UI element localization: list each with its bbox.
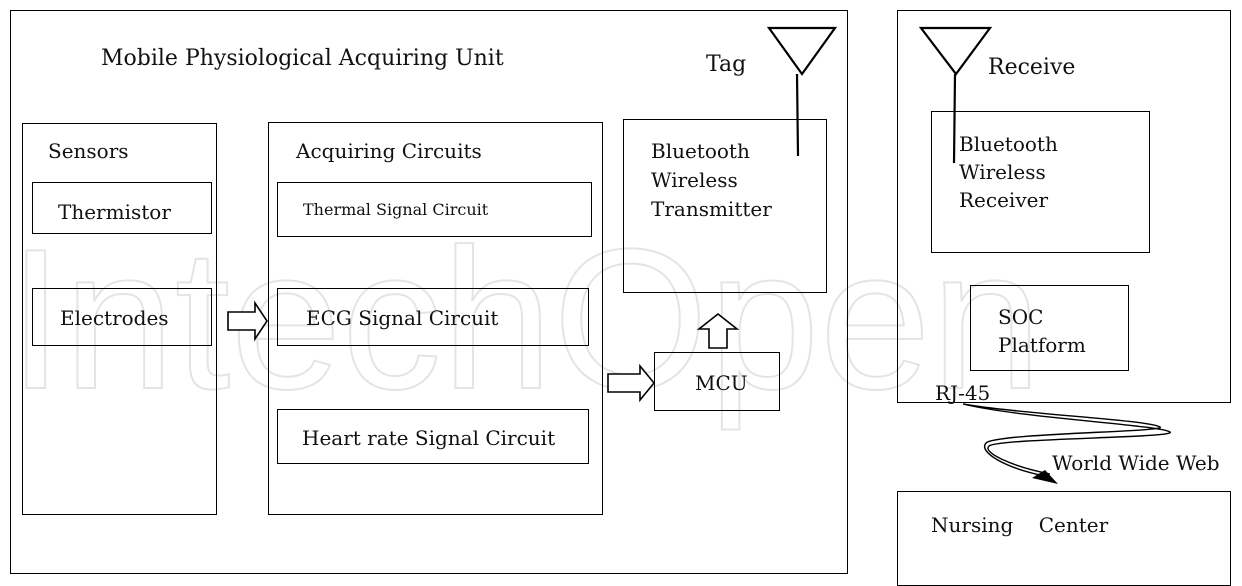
mobile-unit-title: Mobile Physiological Acquiring Unit <box>101 46 504 71</box>
bluetooth-receiver-label: Bluetooth Wireless Receiver <box>959 132 1058 212</box>
receive-antenna-icon <box>918 26 993 164</box>
heart-rate-circuit-box <box>277 409 589 464</box>
soc-platform-box <box>970 285 1129 371</box>
thermistor-label: Thermistor <box>58 200 171 224</box>
thermistor-box <box>32 182 212 234</box>
circuits-to-mcu-arrow <box>607 363 656 403</box>
soc-platform-label: SOC Platform <box>998 305 1086 357</box>
sensors-to-circuits-arrow <box>227 300 268 342</box>
thermal-circuit-box <box>277 182 592 237</box>
sensors-box <box>22 123 217 515</box>
thermal-circuit-label: Thermal Signal Circuit <box>303 200 489 219</box>
bluetooth-transmitter-box <box>623 119 827 293</box>
mobile-unit-frame <box>10 10 848 574</box>
tag-antenna-icon <box>766 26 838 157</box>
acquiring-circuits-title: Acquiring Circuits <box>296 139 482 163</box>
www-connector <box>962 403 1171 477</box>
receive-unit-frame <box>897 10 1231 403</box>
ecg-circuit-label: ECG Signal Circuit <box>306 306 499 330</box>
www-arrowhead <box>1032 470 1058 484</box>
rj45-label: RJ-45 <box>935 381 991 405</box>
electrodes-box <box>32 288 212 346</box>
ecg-circuit-box <box>277 288 589 346</box>
mcu-label: MCU <box>695 371 748 395</box>
mcu-box <box>654 352 780 411</box>
bluetooth-receiver-box <box>931 111 1150 253</box>
nursing-center-label: Nursing Center <box>931 513 1109 537</box>
heart-rate-circuit-label: Heart rate Signal Circuit <box>302 426 556 450</box>
sensors-title: Sensors <box>48 139 129 163</box>
bluetooth-transmitter-label: Bluetooth Wireless Transmitter <box>651 139 772 221</box>
watermark-text: IntechOpen <box>8 208 1042 431</box>
tag-label: Tag <box>706 52 747 77</box>
electrodes-label: Electrodes <box>60 306 169 330</box>
mcu-to-transmitter-arrow <box>696 312 740 349</box>
acquiring-circuits-box <box>268 122 603 515</box>
www-label: World Wide Web <box>1052 451 1220 475</box>
receive-title: Receive <box>988 55 1076 80</box>
